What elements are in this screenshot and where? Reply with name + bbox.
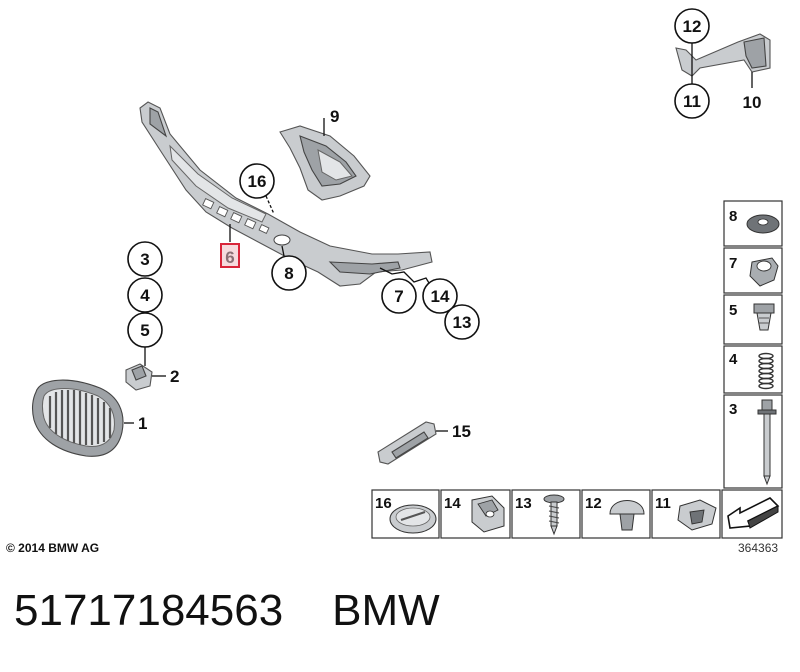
callout-label-3: 3	[140, 250, 149, 269]
copyright-notice: © 2014 BMW AG	[6, 541, 100, 555]
callout-13: 13	[444, 304, 480, 340]
callout-label-1: 1	[138, 414, 147, 433]
callout-7: 7	[381, 278, 417, 314]
callout-label-9: 9	[330, 107, 339, 126]
kidney-grille-part	[31, 379, 124, 457]
callout-label-13: 13	[453, 313, 472, 332]
callout-label-14: 14	[431, 287, 450, 306]
parts-table-bottom-row: 16 14 13 12 1	[371, 489, 783, 539]
table-label-4: 4	[729, 351, 738, 368]
exploded-parts-diagram: 1 2 3 4 5 6	[31, 8, 783, 539]
callout-label-6: 6	[225, 248, 234, 267]
table-label-5: 5	[729, 302, 737, 319]
screw-icon	[543, 494, 565, 536]
callout-5: 5	[127, 312, 163, 348]
callout-12: 12	[674, 8, 710, 44]
table-label-8: 8	[729, 208, 737, 225]
bolt-icon	[757, 399, 777, 486]
brand-name: BMW	[332, 586, 440, 635]
table-label-16: 16	[375, 495, 392, 512]
arrow-icon	[727, 497, 780, 529]
washer-icon	[746, 214, 780, 234]
round-plug-icon	[389, 504, 437, 534]
footer-caption: 51717184563 BMW	[14, 586, 440, 636]
part-number: 51717184563	[14, 586, 284, 635]
callout-label-8: 8	[284, 264, 293, 283]
callout-3: 3	[127, 241, 163, 277]
clip-icon	[471, 495, 505, 533]
table-label-13: 13	[515, 495, 532, 512]
expansion-rivet-icon	[609, 500, 645, 531]
trim-strip-part	[377, 421, 437, 465]
callout-label-5: 5	[140, 321, 149, 340]
callout-label-11: 11	[683, 92, 701, 111]
side-cover-part	[279, 125, 371, 201]
table-label-11: 11	[655, 495, 671, 512]
callout-label-2: 2	[170, 367, 179, 386]
table-label-12: 12	[585, 495, 602, 512]
clip-nut-icon	[749, 257, 779, 287]
callout-label-7: 7	[394, 287, 403, 306]
callout-label-16: 16	[248, 172, 267, 191]
table-label-3: 3	[729, 401, 737, 418]
bracket-part	[125, 363, 153, 391]
callout-6-highlighted: 6	[220, 243, 240, 268]
callout-label-15: 15	[452, 422, 471, 441]
callout-11: 11	[674, 83, 710, 119]
parts-table-right-column: 8 7 5 4 3	[723, 200, 783, 489]
callout-label-12: 12	[683, 17, 702, 36]
table-label-14: 14	[444, 495, 461, 512]
cowl-panel-part	[139, 101, 433, 287]
callout-label-10: 10	[743, 93, 762, 112]
plug-icon	[753, 303, 775, 331]
callout-4: 4	[127, 277, 163, 313]
push-clip-icon	[677, 499, 717, 531]
callout-14: 14	[422, 278, 458, 314]
spring-icon	[758, 352, 774, 390]
diagram-number: 364363	[738, 541, 779, 555]
callout-16: 16	[239, 163, 275, 199]
callout-label-4: 4	[140, 286, 150, 305]
callout-8: 8	[271, 255, 307, 291]
table-label-7: 7	[729, 255, 737, 272]
